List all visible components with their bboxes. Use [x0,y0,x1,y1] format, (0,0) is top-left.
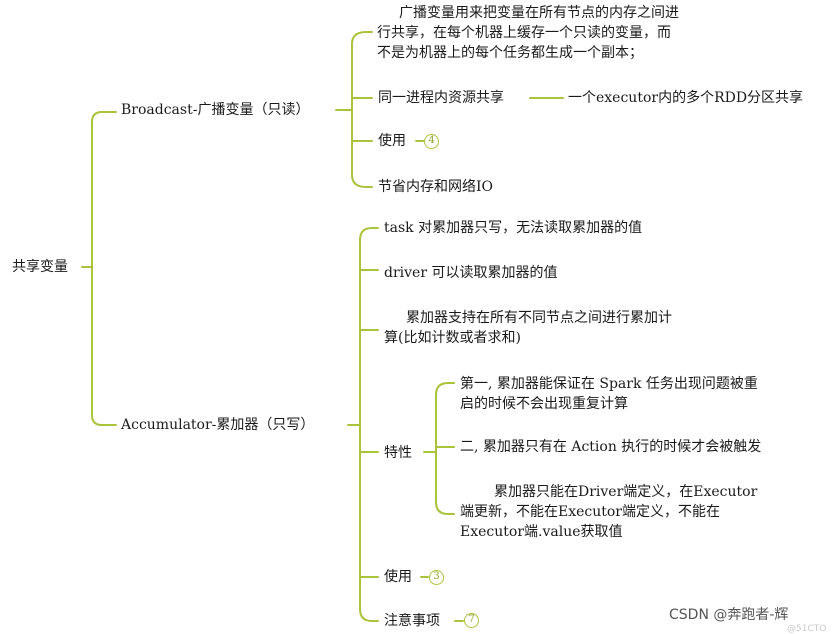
feature-first-line-2: 启的时候不会出现重复计算 [460,396,628,412]
feature-first-line-1: 第一, 累加器能保证在 Spark 任务出现问题被重 [460,376,758,392]
connector-broadcast [335,31,373,188]
accumulator-notes-count-badge[interactable]: 7 [464,613,479,628]
accumulator-driver-node[interactable]: driver 可以读取累加器的值 [384,265,558,281]
feature-third-line-2: 端更新，不能在Executor端定义，不能在 [460,504,721,520]
feature-second-node[interactable]: 二, 累加器只有在 Action 执行的时候才会被触发 [460,439,762,455]
broadcast-usage-node[interactable]: 使用 [378,133,406,149]
connector-accumulator [347,227,379,622]
feature-third-line-1: 累加器只能在Driver端定义，在Executor [494,484,758,500]
accumulator-support-line-1: 累加器支持在所有不同节点之间进行累加计 [406,310,672,326]
accumulator-task-node[interactable]: task 对累加器只写，无法读取累加器的值 [384,220,643,236]
accumulator-notes-node[interactable]: 注意事项 [384,613,440,629]
accumulator-support-line-2: 算(比如计数或者求和) [384,330,521,346]
accumulator-features-node[interactable]: 特性 [384,445,412,461]
connector-features [423,382,455,515]
csdn-watermark: CSDN @奔跑者-辉 [669,607,789,623]
accumulator-usage-count-badge[interactable]: 3 [429,570,444,585]
feature-third-node[interactable]: 累加器只能在Driver端定义，在Executor 端更新，不能在Executo… [460,482,810,542]
connector-root [81,111,117,426]
broadcast-desc-line-2: 行共享，在每个机器上缓存一个只读的变量，而 [377,25,671,41]
broadcast-node[interactable]: Broadcast-广播变量（只读） [121,102,310,118]
broadcast-share-node[interactable]: 同一进程内资源共享 [378,90,504,106]
broadcast-usage-count-badge[interactable]: 4 [424,134,439,149]
broadcast-desc-line-3: 不是为机器上的每个任务都生成一个副本； [377,45,643,61]
accumulator-usage-node[interactable]: 使用 [384,569,412,585]
root-node[interactable]: 共享变量 [12,259,68,275]
broadcast-desc-node[interactable]: 广播变量用来把变量在所有节点的内存之间进 行共享，在每个机器上缓存一个只读的变量… [377,3,757,63]
feature-third-line-3: Executor端.value获取值 [460,524,623,540]
broadcast-desc-line-1: 广播变量用来把变量在所有节点的内存之间进 [399,5,679,21]
51cto-watermark: @51CTO [787,624,827,634]
accumulator-support-node[interactable]: 累加器支持在所有不同节点之间进行累加计 算(比如计数或者求和) [384,308,744,348]
broadcast-save-node[interactable]: 节省内存和网络IO [378,179,494,195]
feature-first-node[interactable]: 第一, 累加器能保证在 Spark 任务出现问题被重 启的时候不会出现重复计算 [460,374,820,414]
accumulator-node[interactable]: Accumulator-累加器（只写） [121,417,315,433]
broadcast-share-detail-node[interactable]: 一个executor内的多个RDD分区共享 [568,90,804,106]
